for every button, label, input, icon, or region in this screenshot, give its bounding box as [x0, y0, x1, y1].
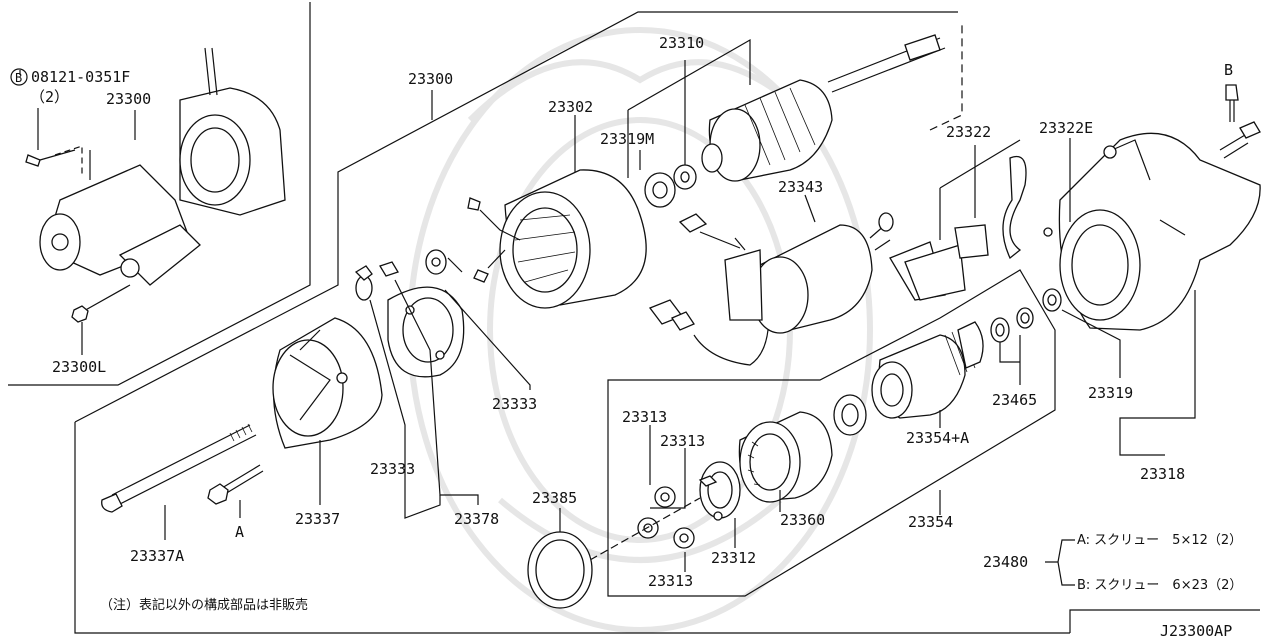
solenoid-switch-drawing: [648, 212, 894, 366]
label-23480: 23480: [983, 553, 1028, 571]
label-screw-b-desc: B: スクリュー 6×23（2）: [1077, 578, 1242, 593]
label-23300-inset: 23300: [106, 90, 151, 108]
inset-box-border: [8, 2, 311, 386]
label-23319: 23319: [1088, 384, 1133, 402]
label-23318: 23318: [1140, 465, 1185, 483]
rear-cover-drawing: [272, 317, 383, 449]
diagram-code: J23300AP: [1160, 622, 1232, 639]
label-23322: 23322: [946, 123, 991, 141]
clutch-subframe: [607, 269, 1056, 597]
main-frame-top: [74, 11, 958, 423]
brush-holder-drawing: [354, 249, 465, 378]
label-23313-c: 23313: [648, 572, 693, 590]
label-23337: 23337: [295, 510, 340, 528]
label-screw-a-mark: A: [235, 523, 244, 541]
label-23378: 23378: [454, 510, 499, 528]
leader-lines: [19, 38, 1196, 586]
label-screw-a-desc: A: スクリュー 5×12（2）: [1077, 533, 1242, 548]
label-23300-main: 23300: [408, 70, 453, 88]
label-23313-a: 23313: [622, 408, 667, 426]
yoke-drawing: [467, 169, 647, 309]
bolt-b-circle-letter: B: [15, 71, 22, 85]
part-labels: B 08121-0351F （2） 23300 23300L 23300 233…: [10, 34, 1242, 639]
through-bolt-drawing: [101, 423, 264, 513]
label-23354-A: 23354+A: [906, 429, 969, 447]
front-housing-drawing: [1042, 84, 1261, 331]
label-23313-b: 23313: [660, 432, 705, 450]
label-bolt-b-qty: （2）: [30, 88, 69, 106]
bolt-b-circle-icon: [10, 68, 28, 86]
label-screw-b-mark: B: [1224, 61, 1233, 79]
label-23310: 23310: [659, 34, 704, 52]
main-frame-border: [74, 422, 1070, 634]
ring-seal-drawing: [527, 531, 593, 609]
label-23322E: 23322E: [1039, 119, 1093, 137]
footnote-not-sold: （注）表記以外の構成部品は非販売: [100, 597, 308, 613]
label-23385: 23385: [532, 489, 577, 507]
label-23319M: 23319M: [600, 130, 654, 148]
armature-drawing: [644, 25, 963, 208]
label-23300L: 23300L: [52, 358, 106, 376]
label-23302: 23302: [548, 98, 593, 116]
label-23333-right: 23333: [492, 395, 537, 413]
lever-set-drawing: [889, 156, 1053, 301]
label-bolt-b: 08121-0351F: [31, 68, 130, 86]
frame-bottom-right: [1069, 609, 1260, 633]
inset-starter-drawing: [25, 47, 286, 323]
label-23354: 23354: [908, 513, 953, 531]
clutch-parts-drawing: [589, 307, 1034, 561]
label-23360: 23360: [780, 511, 825, 529]
label-23465: 23465: [992, 391, 1037, 409]
label-23312: 23312: [711, 549, 756, 567]
label-23337A: 23337A: [130, 547, 184, 565]
label-23343: 23343: [778, 178, 823, 196]
label-23333-left: 23333: [370, 460, 415, 478]
